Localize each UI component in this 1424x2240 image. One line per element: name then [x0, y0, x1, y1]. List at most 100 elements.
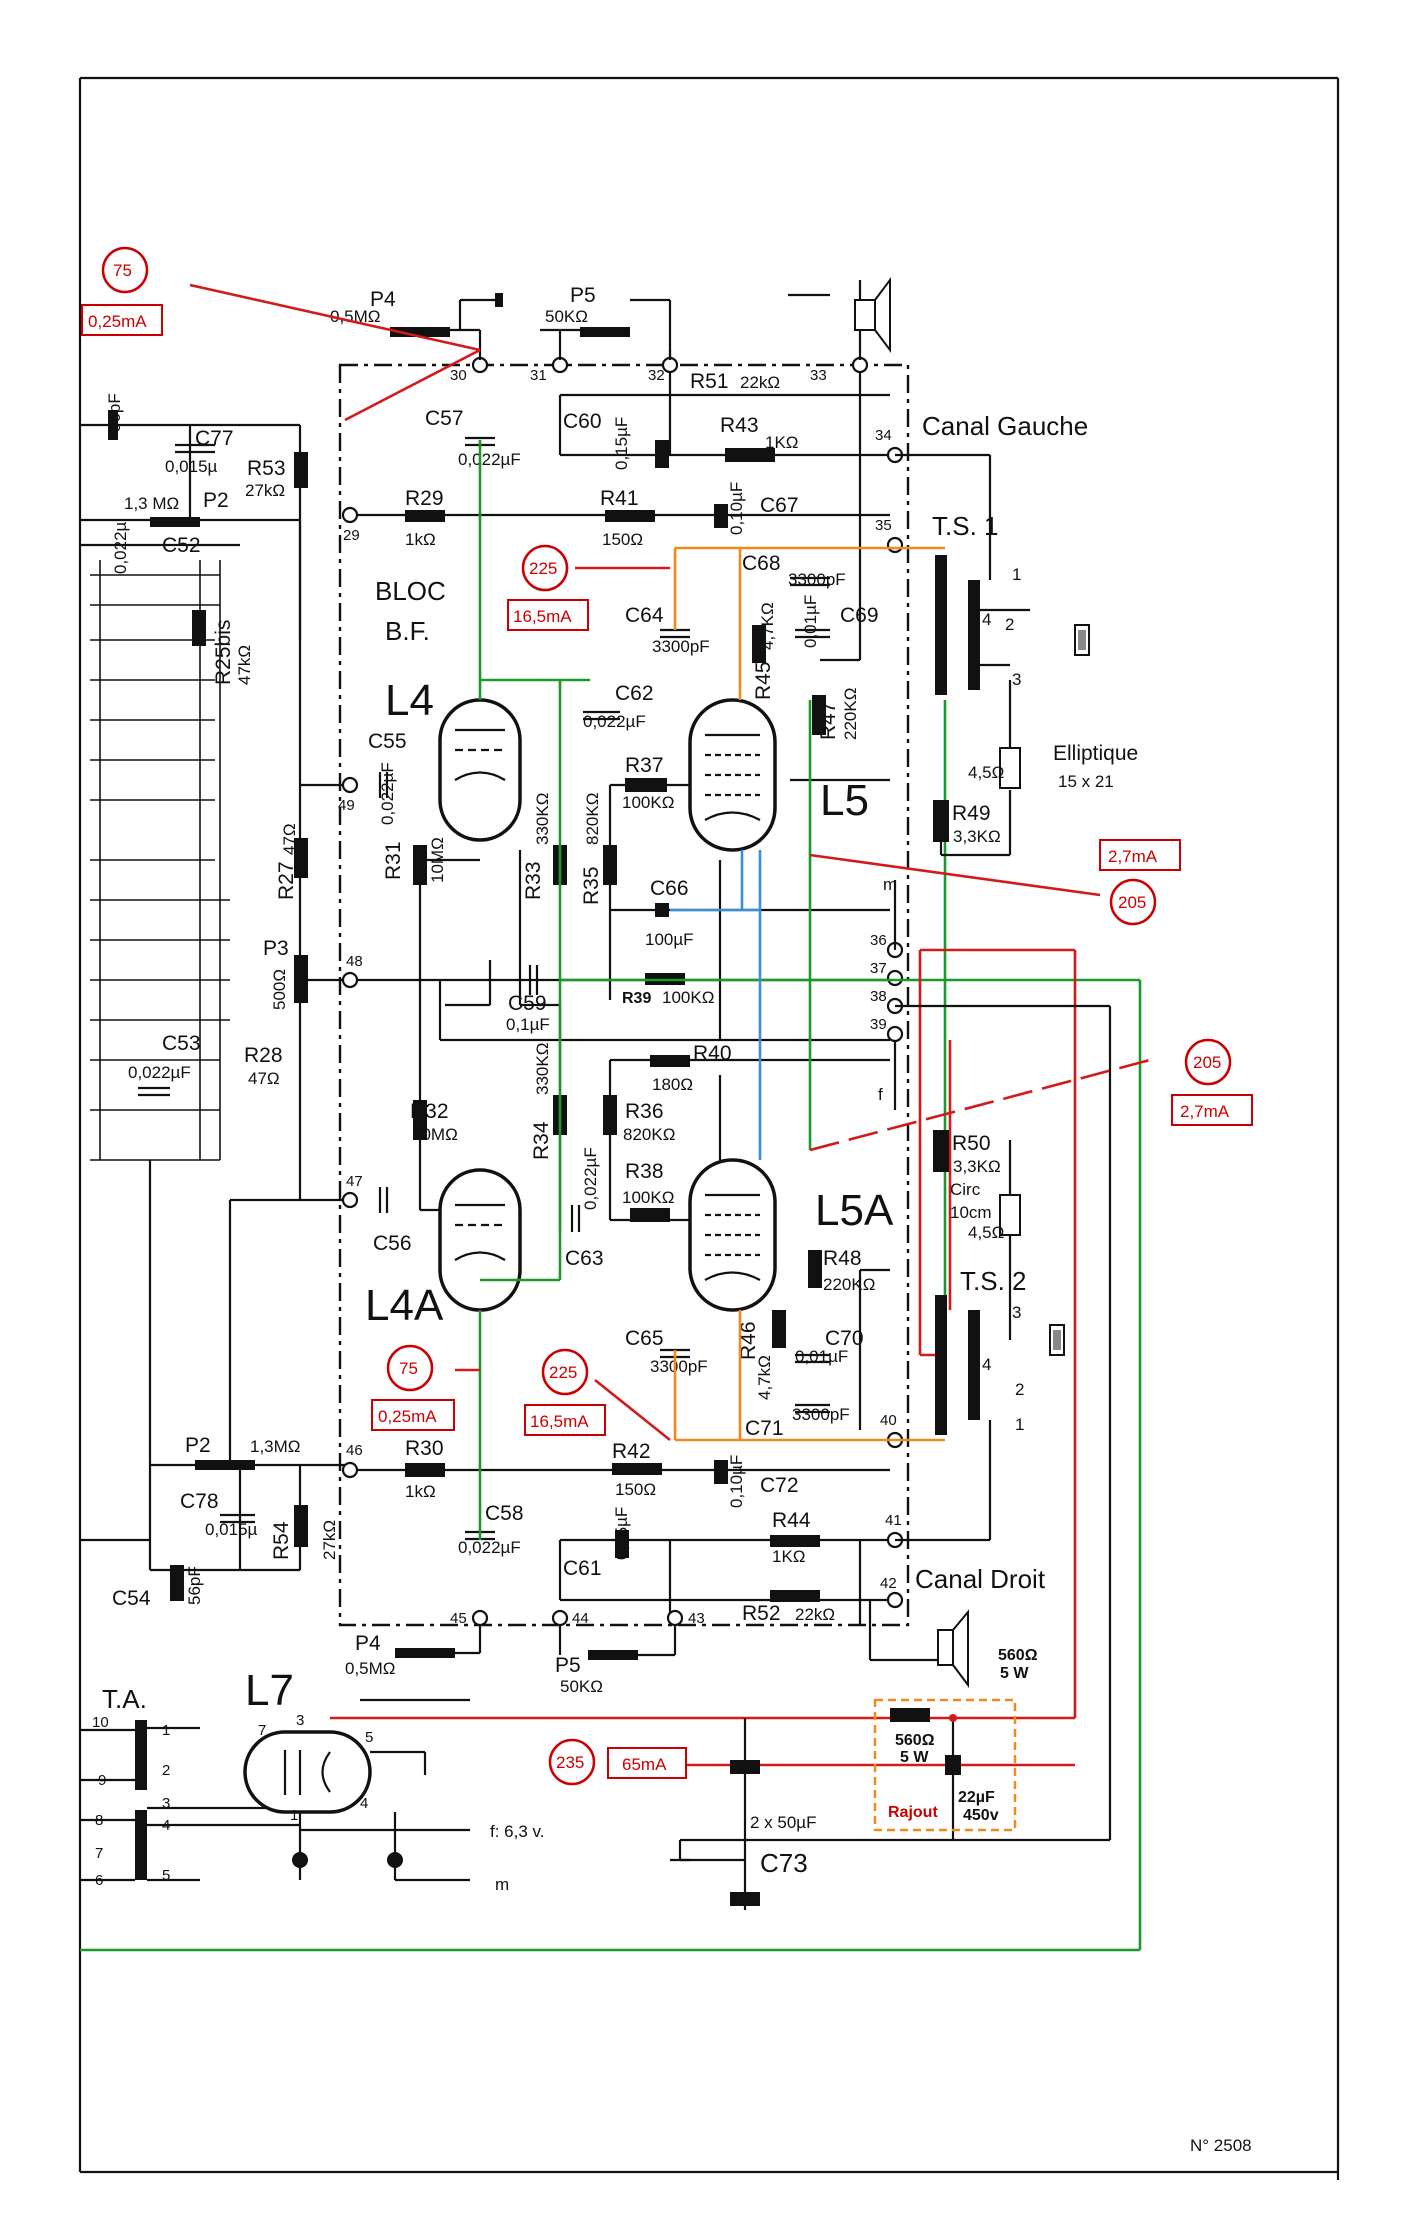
r49 — [933, 800, 949, 842]
p3-pot — [294, 955, 308, 1003]
p5-top-pot — [580, 327, 630, 337]
c77-label: C77 — [195, 427, 234, 450]
r45 — [752, 625, 766, 663]
c52-label: C52 — [162, 534, 201, 557]
r27-value: 47Ω — [280, 823, 299, 855]
terminal-34-label: 34 — [875, 427, 892, 444]
p2-bot-label: P2 — [185, 1434, 211, 1457]
power-supply: T.A. 10 9 8 7 6 1 2 3 4 5 L7 3 7 5 4 1 — [80, 1666, 961, 1910]
m-label: m — [883, 875, 897, 894]
a235-node: 235 — [556, 1753, 584, 1772]
r53-value: 27kΩ — [245, 481, 285, 500]
a205-top-current: 2,7mA — [1108, 847, 1158, 866]
l7-pin-7: 7 — [258, 1722, 266, 1739]
r38-label: R38 — [625, 1160, 664, 1183]
tube-l4a-label: L4A — [365, 1281, 444, 1330]
r25bis — [192, 610, 206, 646]
c63-value: 0,022µF — [581, 1147, 600, 1210]
p2-bot-value: 1,3MΩ — [250, 1437, 301, 1456]
left-wiring — [80, 423, 350, 1572]
terminal-29 — [341, 506, 359, 524]
lower-mid-components: R32 10MΩ R34 330KΩ R36 820KΩ R38 100KΩ C… — [373, 1043, 875, 1440]
terminal-44-label: 44 — [572, 1610, 589, 1627]
terminal-29-label: 29 — [343, 527, 360, 544]
terminal-39-label: 39 — [870, 1016, 887, 1033]
annotation-75-top: 75 0,25mA — [81, 246, 163, 336]
terminal-46-label: 46 — [346, 1442, 363, 1459]
r48-value: 220KΩ — [823, 1275, 875, 1294]
c66-value: 100µF — [645, 930, 694, 949]
ts1-pin-2: 2 — [1005, 615, 1014, 634]
r35-label: R35 — [580, 866, 603, 905]
r35-value: 820KΩ — [583, 793, 602, 845]
r29 — [405, 510, 445, 522]
r44-value: 1KΩ — [772, 1547, 806, 1566]
terminal-32-label: 32 — [648, 367, 665, 384]
c-top-left — [108, 410, 118, 440]
r31 — [413, 845, 427, 885]
c72 — [714, 1460, 728, 1484]
r42-value: 150Ω — [615, 1480, 656, 1499]
r36-label: R36 — [625, 1100, 664, 1123]
r42-label: R42 — [612, 1440, 651, 1463]
terminal-43 — [666, 1609, 684, 1627]
c57-label: C57 — [425, 407, 464, 430]
terminal-45-label: 45 — [450, 1610, 467, 1627]
added-cap-label: 22µF — [958, 1789, 995, 1806]
terminal-45 — [471, 1609, 489, 1627]
c69-label: C69 — [840, 604, 879, 627]
annotation-205-top: 2,7mA 205 — [1099, 839, 1181, 926]
a235-current: 65mA — [622, 1755, 667, 1774]
r28-label: R28 — [244, 1044, 283, 1067]
ts2-pin-4: 4 — [982, 1355, 991, 1374]
r25bis-label: R25bis — [212, 620, 235, 685]
terminal-42 — [886, 1591, 904, 1609]
terminal-31-label: 31 — [530, 367, 547, 384]
p5-bot-value: 50KΩ — [560, 1677, 603, 1696]
ta-pin-5: 5 — [162, 1867, 170, 1884]
r49-value: 3,3KΩ — [953, 827, 1001, 846]
r25bis-value: 47kΩ — [235, 645, 254, 685]
terminal-36-label: 36 — [870, 932, 887, 949]
r51-value: 22kΩ — [740, 373, 780, 392]
terminal-43-label: 43 — [688, 1610, 705, 1627]
c69-value: 0,01µF — [801, 595, 820, 648]
c70-value: 0,01µF — [795, 1347, 848, 1366]
bloc-bf-outline — [338, 363, 910, 1627]
c53-value: 0,022µF — [128, 1063, 191, 1082]
f-label: f — [878, 1085, 883, 1104]
rajout-box: 560Ω 5 W 22µF 450v Rajout — [873, 1698, 1017, 1832]
l7-pin-3: 3 — [296, 1712, 304, 1729]
tube-l5-label: L5 — [820, 776, 869, 825]
p4-bot-label: P4 — [355, 1632, 381, 1655]
c58-value: 0,022µF — [458, 1538, 521, 1557]
r50-value: 3,3KΩ — [953, 1157, 1001, 1176]
canal-gauche-label: Canal Gauche — [922, 411, 1088, 441]
page-frame — [78, 76, 1340, 2180]
c63-label: C63 — [565, 1247, 604, 1270]
p4-bot-value: 0,5MΩ — [345, 1659, 396, 1678]
tube-l7-label: L7 — [245, 1666, 294, 1715]
ta-pin-1: 1 — [162, 1722, 170, 1739]
r52-value: 22kΩ — [795, 1605, 835, 1624]
return-wire — [678, 1004, 1112, 1860]
a225-bot-current: 16,5mA — [530, 1412, 589, 1431]
terminal-48-label: 48 — [346, 953, 363, 970]
a205-top-node: 205 — [1118, 893, 1146, 912]
r54-value: 27kΩ — [320, 1520, 339, 1560]
r41 — [605, 510, 655, 522]
c-top-left-value: 56pF — [105, 393, 124, 432]
r47-label: R47 — [817, 701, 840, 740]
p2-top-value: 1,3 MΩ — [124, 494, 179, 513]
terminal-35-label: 35 — [875, 517, 892, 534]
r28-value: 47Ω — [248, 1069, 280, 1088]
p2-top-label: P2 — [203, 489, 229, 512]
tube-l4a: L4A — [365, 1168, 522, 1330]
c60-value: 0,15µF — [612, 417, 631, 470]
r47 — [812, 695, 826, 735]
r34-value: 330KΩ — [533, 1043, 552, 1095]
c72-label: C72 — [760, 1474, 799, 1497]
p2-top-pot — [150, 517, 200, 527]
middle-components: C59 0,1µF R39 100KΩ R40 180Ω — [506, 965, 732, 1094]
r53 — [294, 452, 308, 488]
